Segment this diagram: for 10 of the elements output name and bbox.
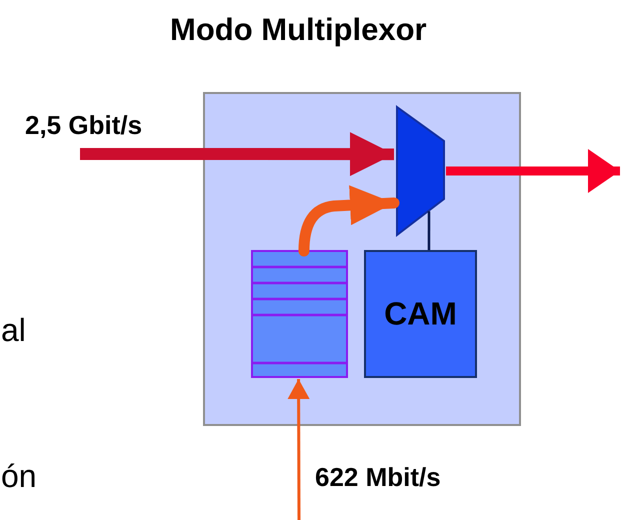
module-panel [203, 92, 521, 426]
text-fragment: ón [1, 458, 37, 495]
buffer-queue [251, 250, 348, 378]
block-label: CAM [383, 296, 458, 332]
memory-block [364, 250, 477, 378]
edge-label: 622 Mbit/s [315, 462, 441, 493]
multiplexer [396, 106, 446, 236]
edge-label: 2,5 Gbit/s [25, 110, 142, 141]
diagram-title: Modo Multiplexor [170, 12, 427, 48]
text-fragment: al [1, 312, 26, 349]
